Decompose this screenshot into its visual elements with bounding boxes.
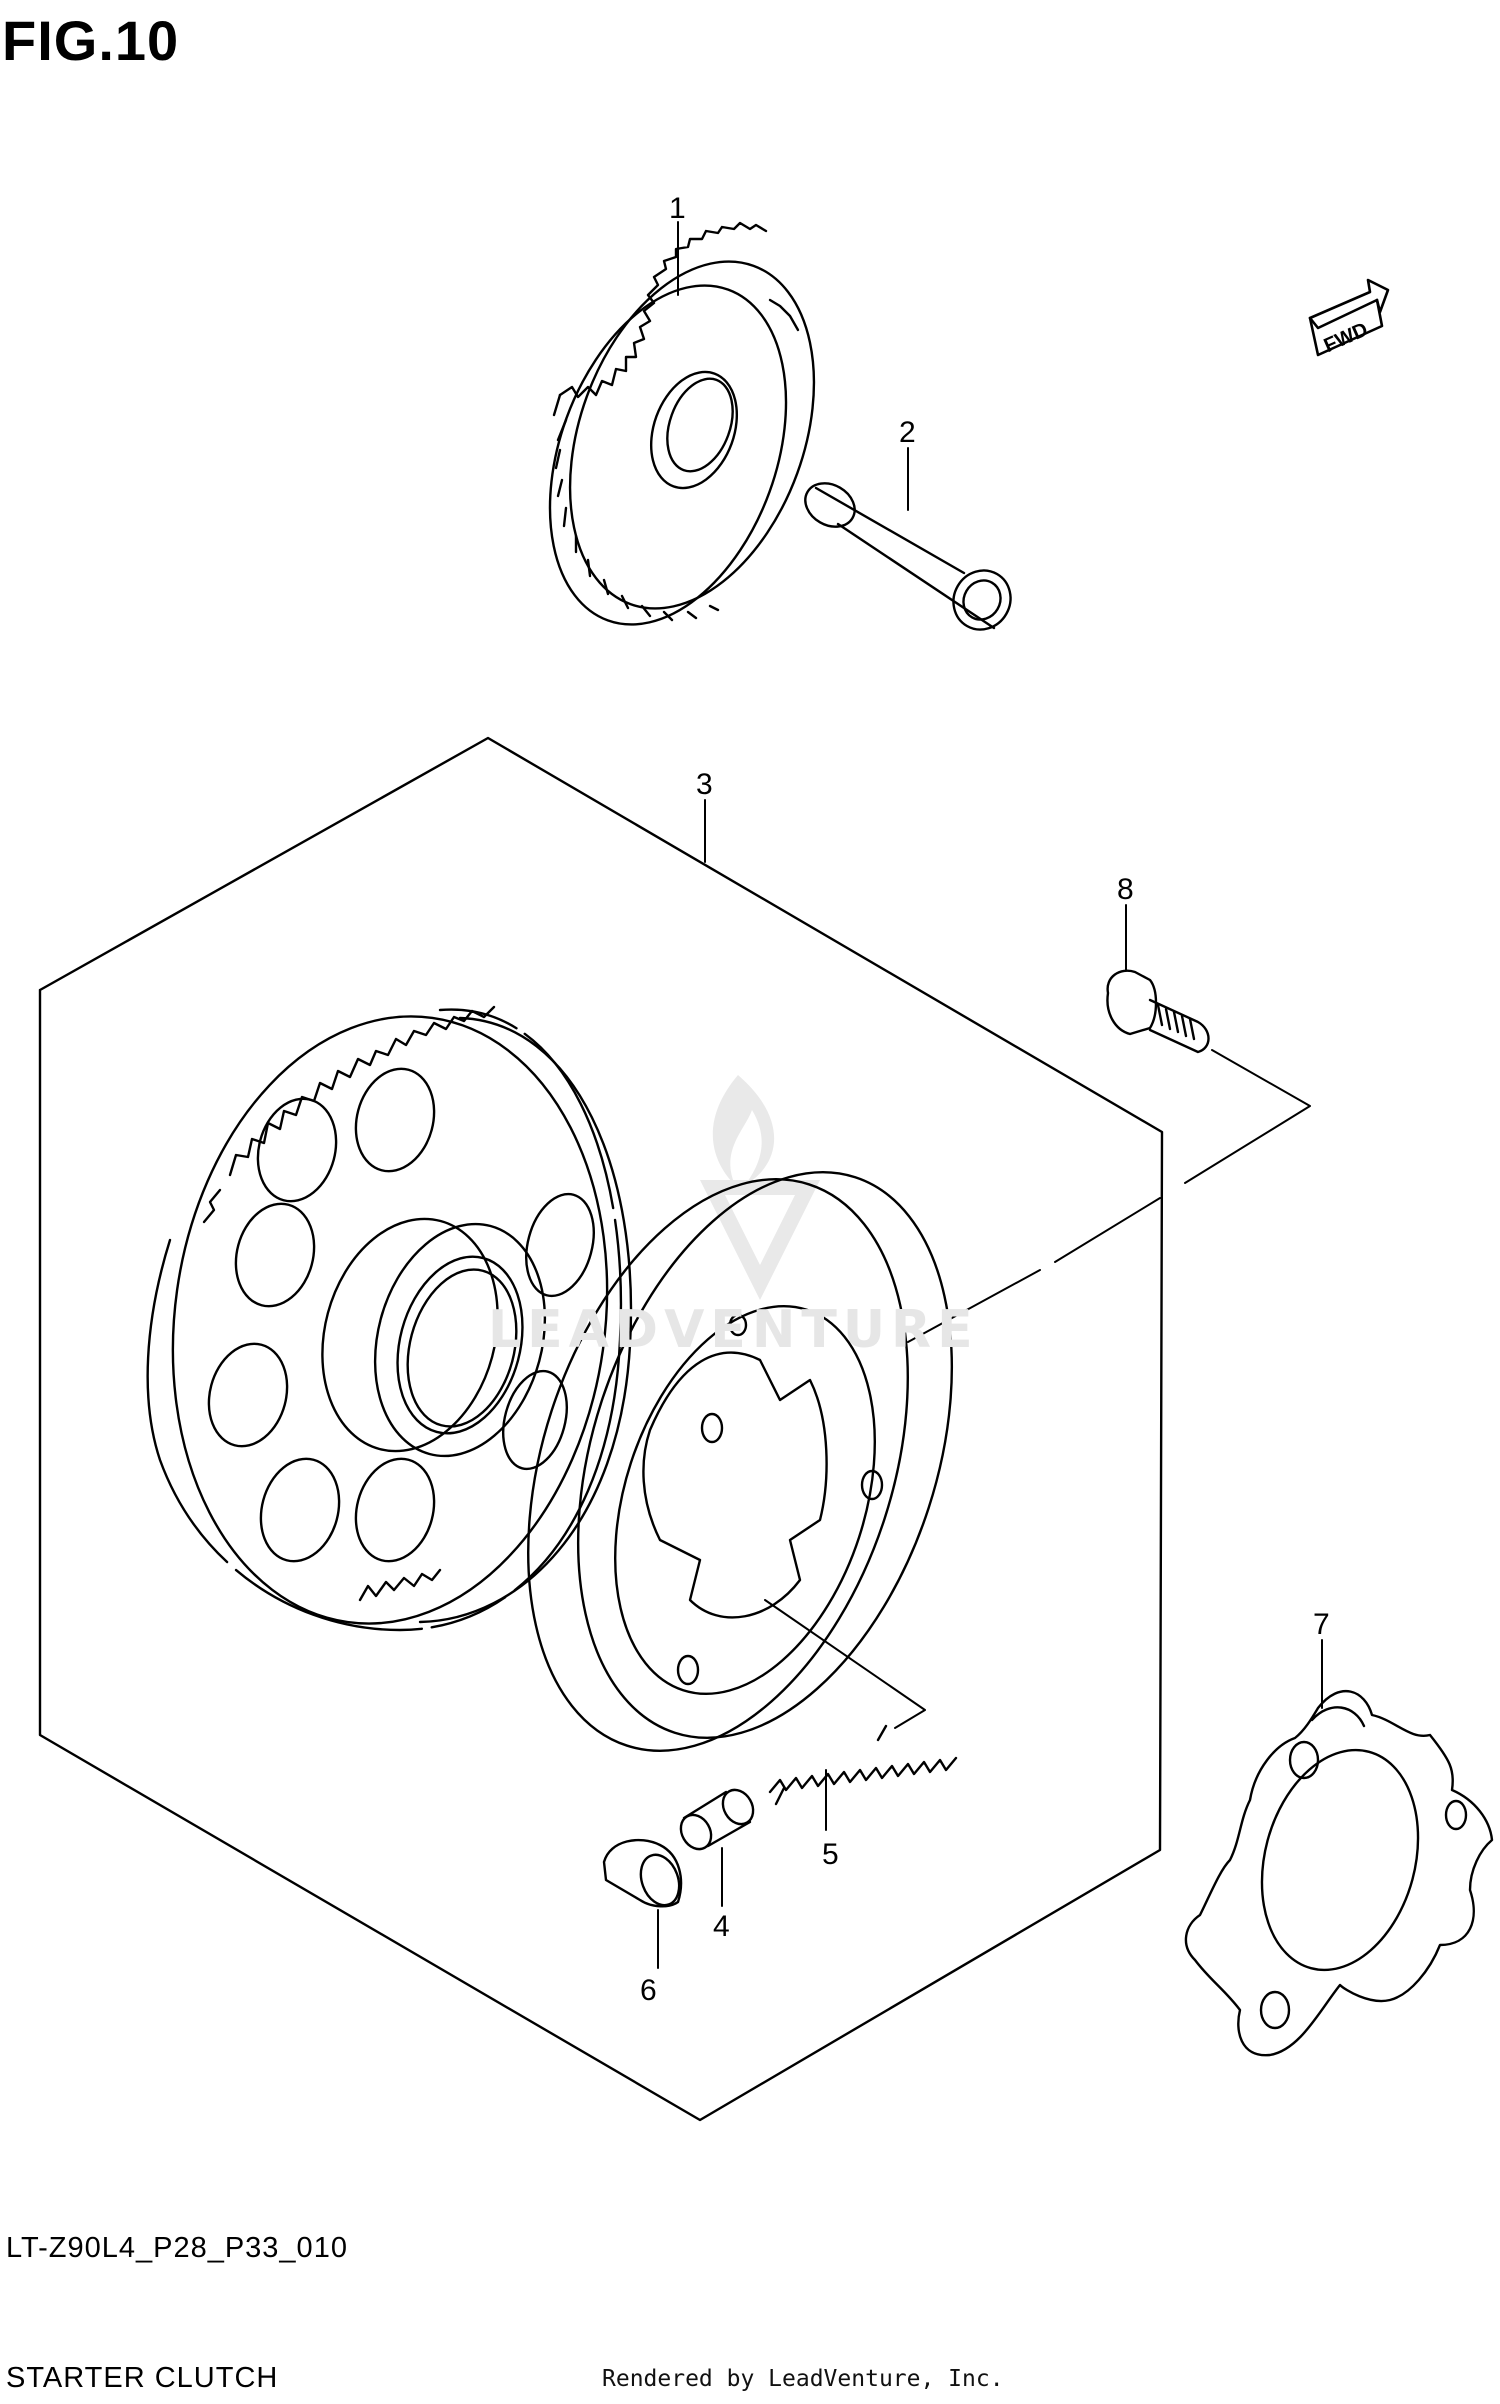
diagram-code: LT-Z90L4_P28_P33_010 [6, 2232, 348, 2264]
part-5-spring [768, 1724, 958, 1806]
starter-clutch-gear [146, 1005, 633, 1632]
part-7-retainer-plate [1184, 1689, 1494, 2057]
one-way-clutch-body [527, 1171, 954, 1752]
callout-4: 4 [713, 1910, 730, 1943]
part-4-roller [679, 1788, 755, 1851]
diagram-caption: STARTER CLUTCH [6, 2362, 279, 2394]
render-credit: Rendered by LeadVenture, Inc. [602, 2366, 1004, 2392]
part-6-cap [602, 1838, 683, 1908]
fwd-arrow-badge [1308, 278, 1390, 357]
part-2-gear-shaft [804, 482, 1012, 631]
callout-6: 6 [640, 1974, 657, 2007]
callout-8: 8 [1117, 873, 1134, 906]
callout-7: 7 [1313, 1608, 1330, 1641]
watermark-text: LEADVENTURE [488, 1300, 979, 1360]
figure-title: FIG.10 [2, 9, 180, 72]
part-3-assembly-frame [38, 736, 1164, 2122]
leader-lines [657, 221, 1323, 1969]
watermark-logo-icon [700, 1075, 820, 1300]
callout-1: 1 [669, 192, 686, 225]
part-1-idle-gear [548, 221, 816, 626]
callout-2: 2 [899, 416, 916, 449]
callout-3: 3 [696, 768, 713, 801]
callout-5: 5 [822, 1838, 839, 1871]
part-8-bolt [1106, 969, 1210, 1054]
